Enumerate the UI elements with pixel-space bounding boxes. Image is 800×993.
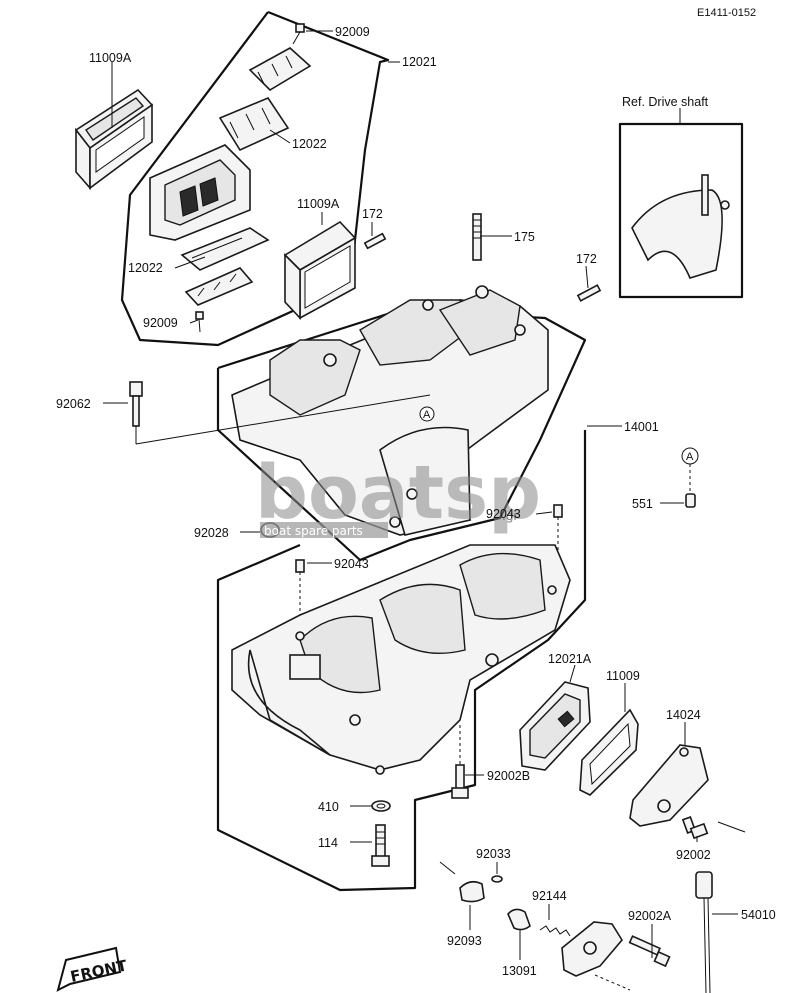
drive-shaft-ref-box	[618, 122, 744, 299]
bolt-114	[371, 824, 390, 867]
label-175: 175	[514, 230, 535, 244]
label-92033: 92033	[476, 847, 511, 861]
watermark-suffix: .gr	[502, 509, 518, 523]
figure-code: E1411-0152	[697, 7, 756, 19]
gasket-11009A-left	[74, 88, 154, 191]
cap-part	[561, 921, 623, 977]
crankcase-upper-half	[231, 285, 549, 536]
label-92043-right: 92043	[486, 507, 521, 521]
label-12022-top: 12022	[292, 137, 327, 151]
label-92062: 92062	[56, 397, 91, 411]
pin-172-right	[576, 284, 602, 302]
reed-stopper-top	[248, 47, 312, 92]
bolt-92062	[129, 381, 143, 427]
label-13091: 13091	[502, 964, 537, 978]
pin-172-mid	[363, 232, 387, 250]
callout-a-case	[419, 406, 435, 422]
gasket-11009	[579, 708, 639, 796]
label-92002B: 92002B	[487, 769, 530, 783]
label-92002: 92002	[676, 848, 711, 862]
front-arrow: FRONT	[56, 946, 129, 992]
label-12021A: 12021A	[548, 652, 592, 666]
label-92093: 92093	[447, 934, 482, 948]
label-92144: 92144	[532, 889, 567, 903]
oring-92033	[491, 875, 503, 883]
screw-92009-bottom	[195, 311, 204, 333]
label-92028: 92028	[194, 526, 229, 540]
drive-shaft-housing	[631, 174, 730, 279]
watermark: boatsp .gr boat spare parts	[255, 450, 541, 538]
label-92002A: 92002A	[628, 909, 672, 923]
label-410: 410	[318, 800, 339, 814]
cap-92093	[459, 880, 485, 903]
drive-shaft-ref-label: Ref. Drive shaft	[622, 95, 709, 109]
gasket-11009A-mid	[283, 220, 357, 321]
watermark-tagline: boat spare parts	[264, 524, 363, 538]
stud-175	[472, 213, 482, 261]
label-172-right: 172	[576, 252, 597, 266]
collar-13091	[507, 908, 531, 931]
label-92043-left: 92043	[334, 557, 369, 571]
label-14001: 14001	[624, 420, 659, 434]
reed-stopper-bottom	[184, 267, 254, 306]
label-54010: 54010	[741, 908, 776, 922]
cover-14024	[629, 744, 709, 827]
label-14024: 14024	[666, 708, 701, 722]
dowel-551	[685, 493, 696, 508]
callout-a-case-letter: A	[423, 409, 431, 421]
label-92009-bottom: 92009	[143, 316, 178, 330]
label-11009A-mid: 11009A	[297, 197, 340, 211]
label-12021: 12021	[402, 55, 437, 69]
bolt-92002A	[628, 935, 671, 968]
crankcase-lower-half	[231, 544, 571, 775]
reed-valve-block	[149, 144, 251, 241]
bolt-92002	[681, 816, 709, 840]
reed-valve-group-frame	[120, 10, 390, 347]
label-114: 114	[318, 836, 338, 850]
label-172-mid: 172	[362, 207, 383, 221]
watermark-brand: boatsp	[255, 450, 541, 536]
cable-54010	[695, 871, 713, 993]
cover-12021A	[519, 681, 591, 771]
callout-a-right-letter: A	[686, 451, 694, 463]
label-551: 551	[632, 497, 653, 511]
reed-petal-12022-bottom	[180, 227, 270, 271]
label-11009: 11009	[606, 669, 640, 683]
label-92009-top: 92009	[335, 25, 370, 39]
washer-410	[371, 800, 391, 812]
label-11009A-left: 11009A	[89, 51, 132, 65]
bolt-92002B	[451, 725, 469, 799]
label-12022-bottom: 12022	[128, 261, 163, 275]
crankcase-lower-frame	[216, 430, 587, 892]
screw-92009-top	[292, 23, 305, 45]
reed-petal-12022-top	[218, 97, 290, 152]
spring-92144	[539, 925, 571, 937]
